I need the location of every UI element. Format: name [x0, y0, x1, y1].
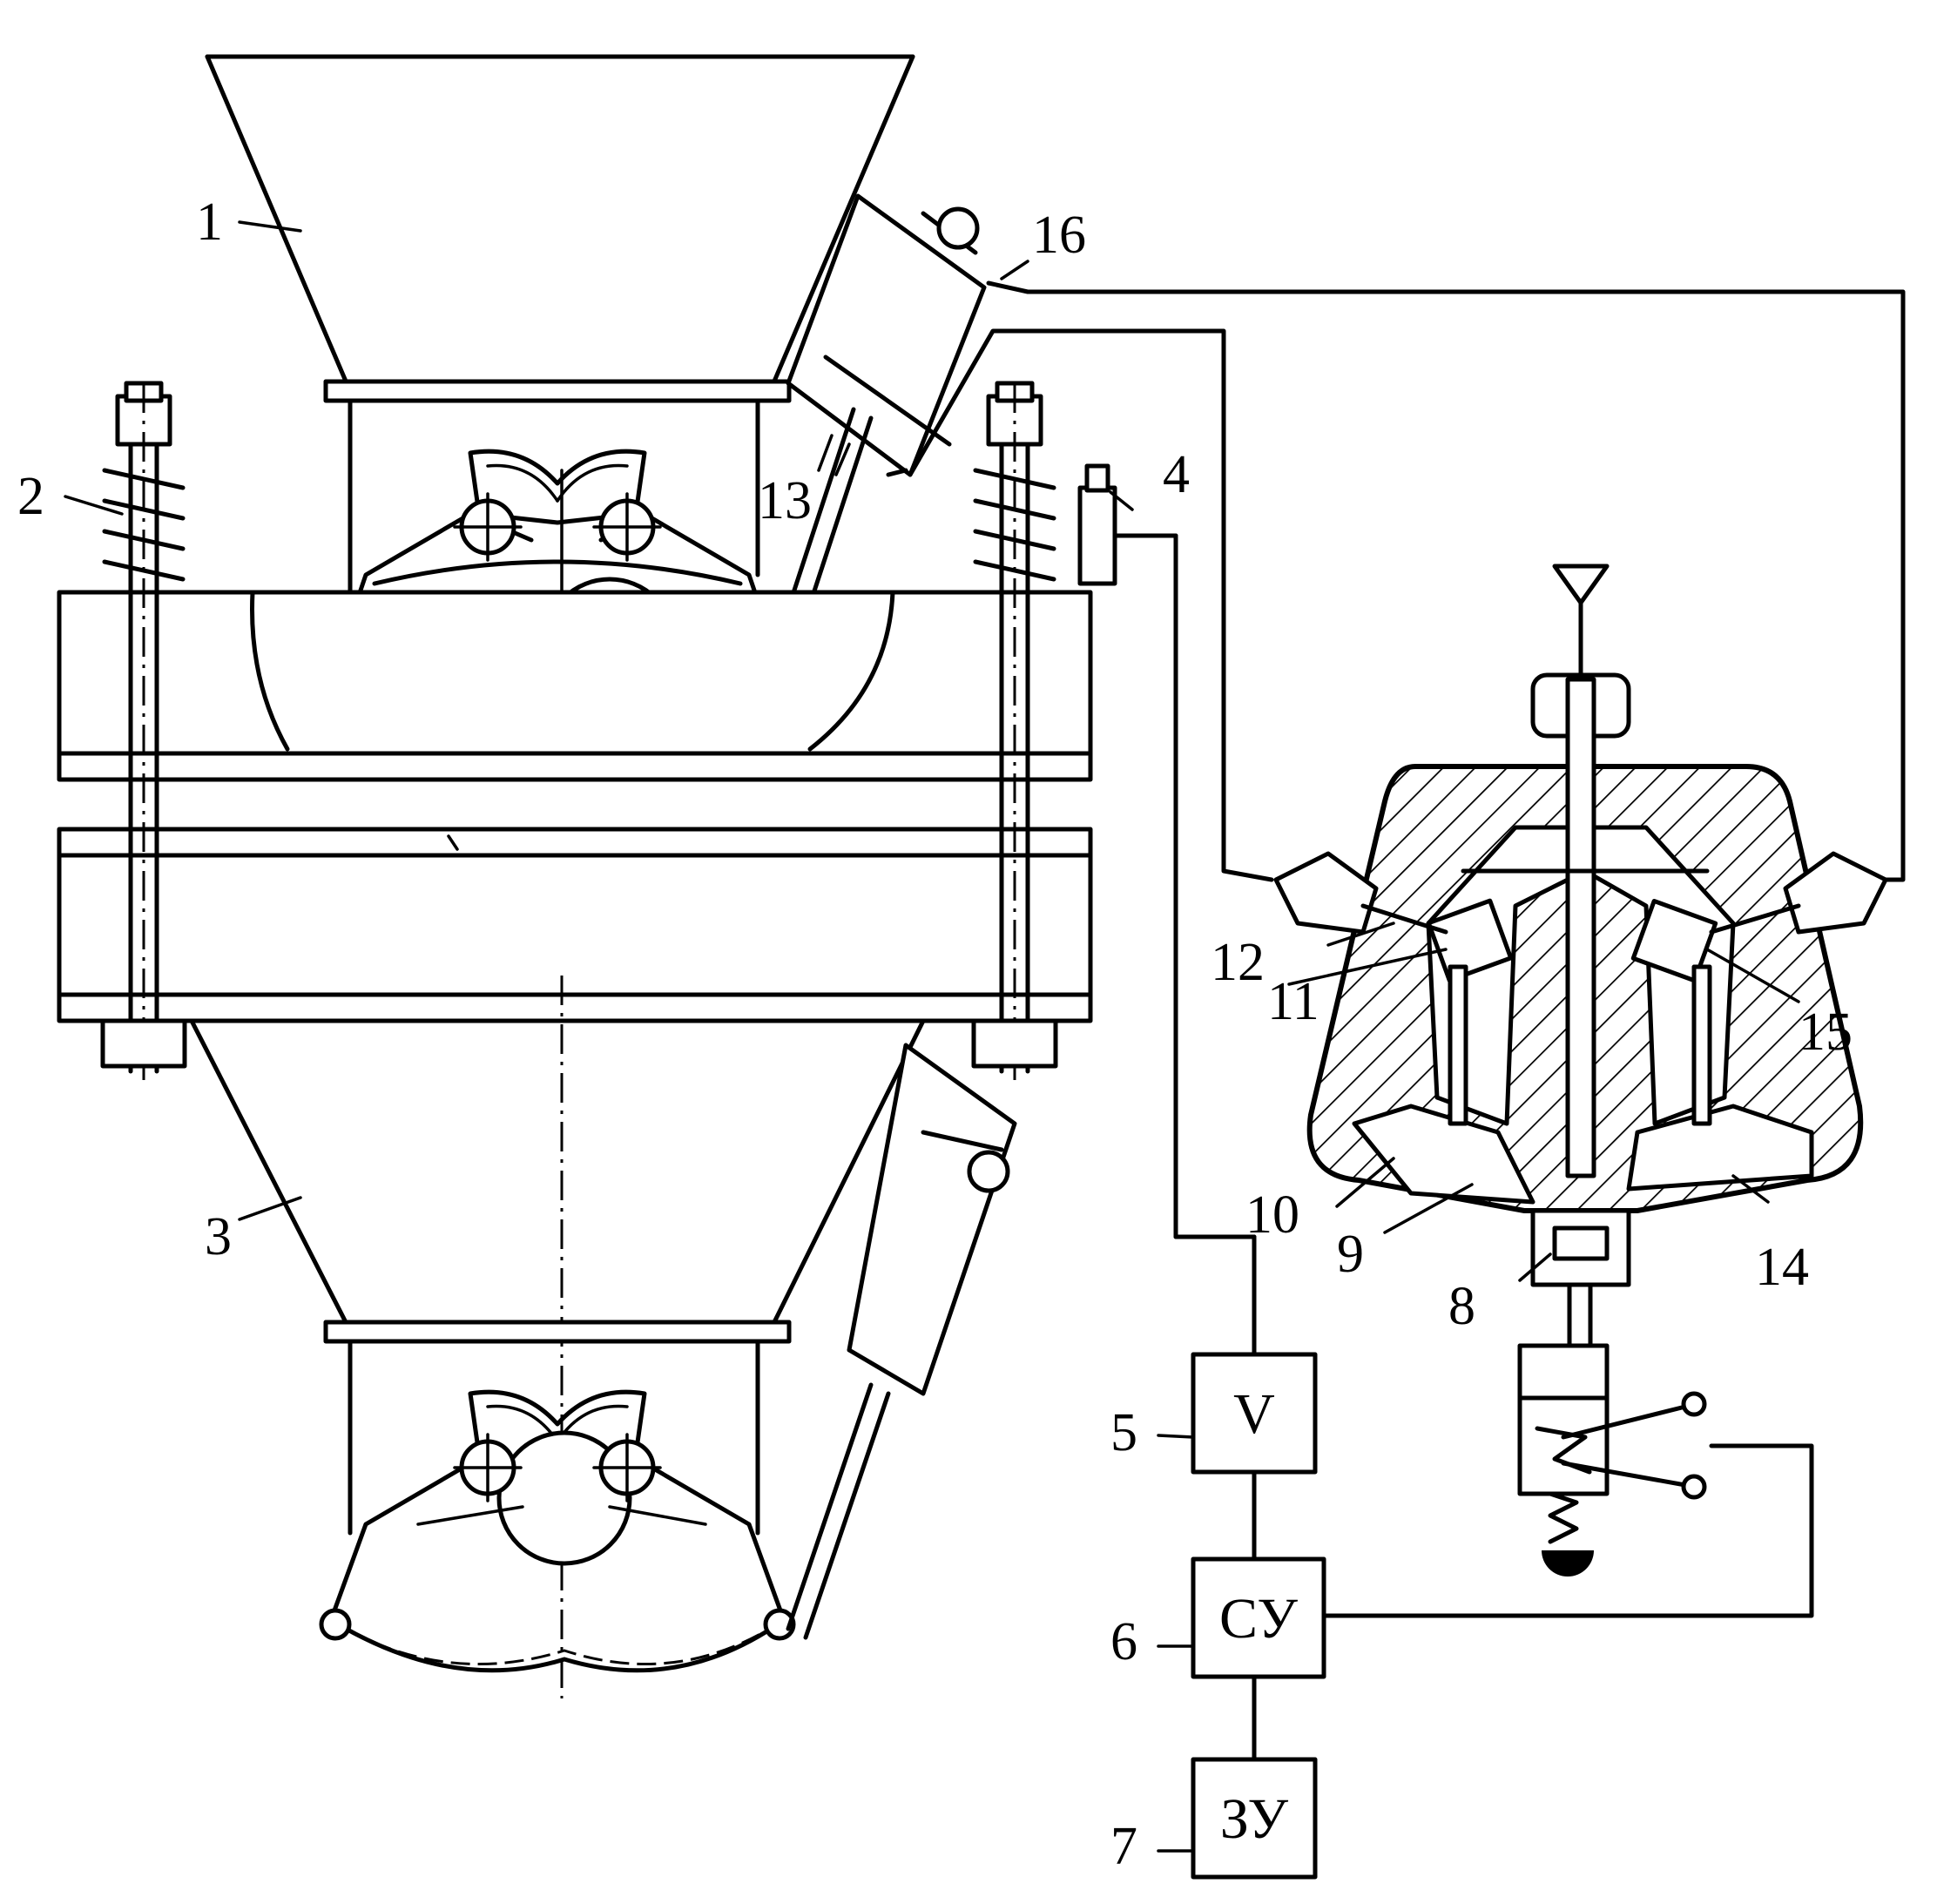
- leader-lines: [64, 220, 1800, 1853]
- label-13: 13: [758, 471, 812, 530]
- fitting-15: [1783, 851, 1888, 935]
- limit-switch: [1321, 1343, 1814, 1618]
- label-8: 8: [1448, 1277, 1475, 1336]
- piston-15: [1630, 898, 1718, 983]
- block-v: V: [1191, 1352, 1318, 1475]
- lower-gate: [319, 1389, 796, 1673]
- label-5: 5: [1110, 1403, 1137, 1462]
- label-1: 1: [196, 192, 223, 252]
- connection-lines: [908, 280, 1906, 882]
- upper-cylinder: [768, 193, 987, 673]
- antenna-icon: [1552, 564, 1610, 605]
- block-zu: ЗУ: [1191, 1757, 1318, 1880]
- label-4: 4: [1163, 445, 1190, 504]
- lower-hopper: [189, 1018, 926, 1536]
- label-14: 14: [1755, 1238, 1809, 1297]
- block-su-label: СУ: [1219, 1587, 1298, 1651]
- label-7: 7: [1110, 1817, 1137, 1876]
- valve-unit: [1273, 564, 1888, 1348]
- part-labels: 1 2 3 4 5 6 7 8 9 10 11 12 13 14 15 16: [17, 192, 1853, 1876]
- label-3: 3: [205, 1207, 232, 1266]
- label-11: 11: [1267, 972, 1319, 1031]
- fitting-12: [1273, 851, 1379, 935]
- label-15: 15: [1799, 1003, 1853, 1062]
- lower-cylinder: [786, 1043, 1017, 1640]
- label-2: 2: [17, 467, 44, 526]
- block-su: СУ: [1191, 1556, 1326, 1679]
- label-9: 9: [1337, 1225, 1364, 1284]
- label-12: 12: [1211, 933, 1265, 992]
- sensor-4: [1077, 463, 1257, 1357]
- label-6: 6: [1110, 1612, 1137, 1671]
- right-bolt-spring: [971, 381, 1058, 1080]
- block-v-label: V: [1233, 1382, 1275, 1446]
- label-10: 10: [1245, 1185, 1299, 1245]
- left-bolt-spring: [100, 381, 187, 1080]
- upper-hopper: [205, 54, 915, 595]
- block-zu-label: ЗУ: [1220, 1787, 1288, 1851]
- middle-frame: [57, 590, 1093, 1698]
- label-16: 16: [1032, 206, 1086, 265]
